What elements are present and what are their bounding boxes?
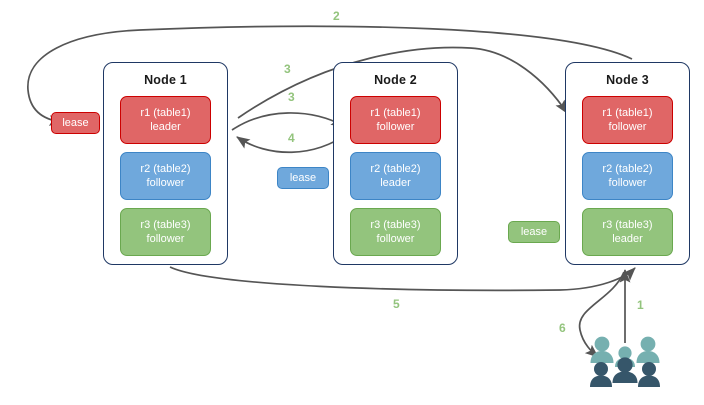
replica-node2-r3[interactable]: r3 (table3) follower bbox=[350, 208, 441, 256]
replica-role: follower bbox=[376, 121, 415, 133]
step-label-6: 6 bbox=[559, 321, 566, 335]
replica-name: r1 (table1) bbox=[140, 107, 191, 119]
replica-name: r2 (table2) bbox=[140, 163, 191, 175]
node-title-1: Node 1 bbox=[144, 73, 187, 87]
replica-role: leader bbox=[612, 233, 643, 245]
step-label-4: 4 bbox=[288, 131, 295, 145]
replica-node2-r1[interactable]: r1 (table1) follower bbox=[350, 96, 441, 144]
replica-node3-r1[interactable]: r1 (table1) follower bbox=[582, 96, 673, 144]
replica-name: r3 (table3) bbox=[602, 219, 653, 231]
node-title-3: Node 3 bbox=[606, 73, 649, 87]
replica-role: follower bbox=[608, 121, 647, 133]
step-label-3-node2: 3 bbox=[288, 90, 295, 104]
replica-role: leader bbox=[380, 177, 411, 189]
lease-chip-table1[interactable]: lease bbox=[51, 112, 100, 134]
replica-role: follower bbox=[376, 233, 415, 245]
node-title-2: Node 2 bbox=[374, 73, 417, 87]
node-container-3: Node 3 r1 (table1) follower r2 (table2) … bbox=[565, 62, 690, 265]
lease-chip-table2[interactable]: lease bbox=[277, 167, 329, 189]
lease-chip-table3[interactable]: lease bbox=[508, 221, 560, 243]
edge-step-3-to-node2 bbox=[231, 112, 345, 131]
replica-node3-r2[interactable]: r2 (table2) follower bbox=[582, 152, 673, 200]
replica-role: leader bbox=[150, 121, 181, 133]
replica-role: follower bbox=[608, 177, 647, 189]
node-container-2: Node 2 r1 (table1) follower r2 (table2) … bbox=[333, 62, 458, 265]
replica-name: r3 (table3) bbox=[140, 219, 191, 231]
replica-node2-r2[interactable]: r2 (table2) leader bbox=[350, 152, 441, 200]
replica-name: r2 (table2) bbox=[370, 163, 421, 175]
step-label-3-node3: 3 bbox=[284, 62, 291, 76]
replica-name: r1 (table1) bbox=[370, 107, 421, 119]
step-label-2: 2 bbox=[333, 9, 340, 23]
node-container-1: Node 1 r1 (table1) leader r2 (table2) fo… bbox=[103, 62, 228, 265]
users-group-icon bbox=[590, 336, 660, 387]
replica-name: r1 (table1) bbox=[602, 107, 653, 119]
replica-name: r3 (table3) bbox=[370, 219, 421, 231]
replica-node1-r3[interactable]: r3 (table3) follower bbox=[120, 208, 211, 256]
replica-role: follower bbox=[146, 177, 185, 189]
replica-name: r2 (table2) bbox=[602, 163, 653, 175]
replica-node1-r2[interactable]: r2 (table2) follower bbox=[120, 152, 211, 200]
step-label-1: 1 bbox=[637, 298, 644, 312]
replica-role: follower bbox=[146, 233, 185, 245]
replica-node3-r3[interactable]: r3 (table3) leader bbox=[582, 208, 673, 256]
step-label-5: 5 bbox=[393, 297, 400, 311]
edge-step-5 bbox=[169, 266, 636, 292]
replica-node1-r1[interactable]: r1 (table1) leader bbox=[120, 96, 211, 144]
